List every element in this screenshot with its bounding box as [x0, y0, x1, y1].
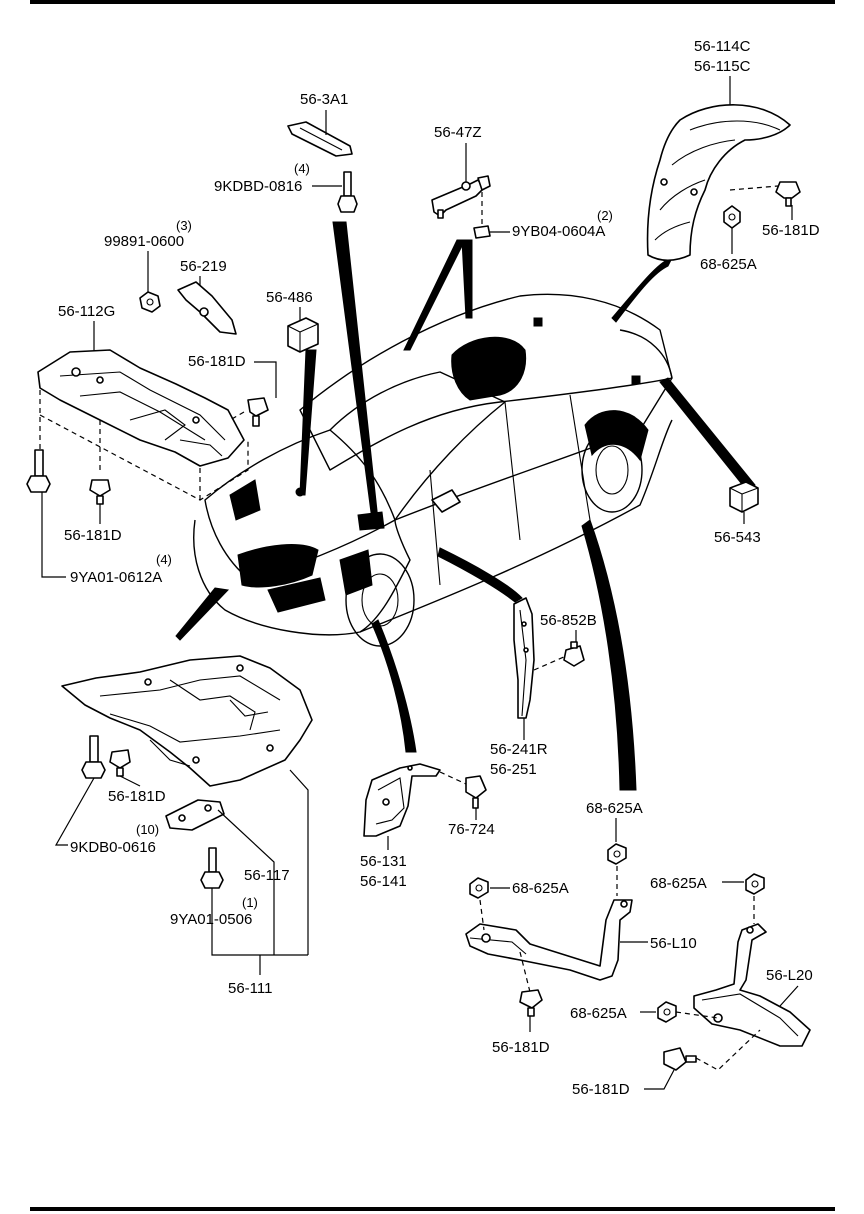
label-56-181d-c: 56-181D: [108, 788, 166, 805]
cover-56-112g: [37, 349, 245, 467]
label-56-l10: 56-L10: [650, 935, 697, 952]
label-56-181d-e: 56-181D: [572, 1081, 630, 1098]
label-56-47z: 56-47Z: [434, 124, 482, 141]
nut-68-625a-right: [745, 873, 765, 895]
label-9yb04-0604a: 9YB04-0604A: [512, 223, 605, 240]
label-56-115c: 56-115C: [694, 58, 751, 75]
bolt-9ya01-0506: [200, 847, 224, 889]
leader-wedges: [175, 221, 756, 791]
clip-56-181d-e: [663, 1047, 697, 1071]
bracket-56-3a1: [287, 121, 353, 157]
label-56-543: 56-543: [714, 529, 761, 546]
bolt-76-724: [465, 775, 487, 809]
nut-68-625a-left: [469, 877, 489, 899]
fender-liner-rear: [646, 104, 791, 262]
bracket-56-131: [363, 763, 441, 837]
label-56-181d-d: 56-181D: [492, 1039, 550, 1056]
bolt-9ya01-0612a: [26, 449, 51, 493]
clip-56-852b: [563, 641, 585, 667]
qty-99891: (3): [176, 218, 192, 233]
label-56-117: 56-117: [244, 867, 290, 884]
clip-56-181d-b: [89, 479, 111, 505]
seal-56-241r: [513, 597, 535, 719]
nut-68-625a-rear: [723, 205, 741, 229]
label-68-625a-rear: 68-625A: [700, 256, 757, 273]
label-56-241r: 56-241R: [490, 741, 548, 758]
qty-9ya01-0612a: (4): [156, 552, 172, 567]
qty-9kdbd: (4): [294, 161, 310, 176]
label-56-114c: 56-114C: [694, 38, 751, 55]
nut-99891-0600: [139, 291, 161, 313]
stay-56-l10: [465, 899, 633, 981]
label-56-131: 56-131: [360, 853, 407, 870]
label-56-181d-a: 56-181D: [188, 353, 246, 370]
clip-56-181d-rear: [775, 181, 801, 207]
label-68-625a-left: 68-625A: [512, 880, 569, 897]
label-56-141: 56-141: [360, 873, 407, 890]
label-76-724: 76-724: [448, 821, 495, 838]
plate-56-117: [165, 799, 225, 831]
label-56-112g: 56-112G: [58, 303, 115, 320]
bolt-9kdb0-0616: [81, 735, 106, 779]
bottom-rule: [30, 1207, 835, 1211]
clip-56-181d-c: [109, 749, 131, 777]
label-56-3a1: 56-3A1: [300, 91, 348, 108]
bracket-56-47z: [431, 175, 491, 219]
top-rule: [30, 0, 835, 4]
nut-68-625a-top: [607, 843, 627, 865]
qty-9ya01-0506: (1): [242, 895, 258, 910]
nut-68-625a-mid: [657, 1001, 677, 1023]
pad-56-486: [287, 317, 319, 353]
label-56-181d-rear: 56-181D: [762, 222, 820, 239]
label-68-625a-mid: 68-625A: [570, 1005, 627, 1022]
label-56-219: 56-219: [180, 258, 227, 275]
label-56-111: 56-111: [228, 980, 272, 997]
bolt-9kdbd-0816: [337, 171, 358, 213]
label-9ya01-0506: 9YA01-0506: [170, 911, 252, 928]
label-68-625a-right: 68-625A: [650, 875, 707, 892]
bracket-56-219: [177, 281, 237, 335]
label-99891-0600: 99891-0600: [104, 233, 184, 250]
label-9ya01-0612a: 9YA01-0612A: [70, 569, 162, 586]
clip-56-181d-a: [247, 397, 269, 427]
label-56-486: 56-486: [266, 289, 313, 306]
qty-9yb04: (2): [597, 208, 613, 223]
label-9kdbd-0816: 9KDBD-0816: [214, 178, 302, 195]
label-56-251: 56-251: [490, 761, 537, 778]
label-56-l20: 56-L20: [766, 967, 813, 984]
label-56-181d-b: 56-181D: [64, 527, 122, 544]
label-68-625a-top: 68-625A: [586, 800, 643, 817]
qty-9kdb0: (10): [136, 822, 159, 837]
clip-56-181d-d: [519, 989, 543, 1017]
undercover-56-111: [61, 655, 313, 787]
label-9kdb0-0616: 9KDB0-0616: [70, 839, 156, 856]
pad-56-543: [729, 481, 759, 513]
label-56-852b: 56-852B: [540, 612, 597, 629]
nut-9yb04-0604a: [473, 225, 491, 239]
stay-56-l20: [693, 923, 811, 1047]
